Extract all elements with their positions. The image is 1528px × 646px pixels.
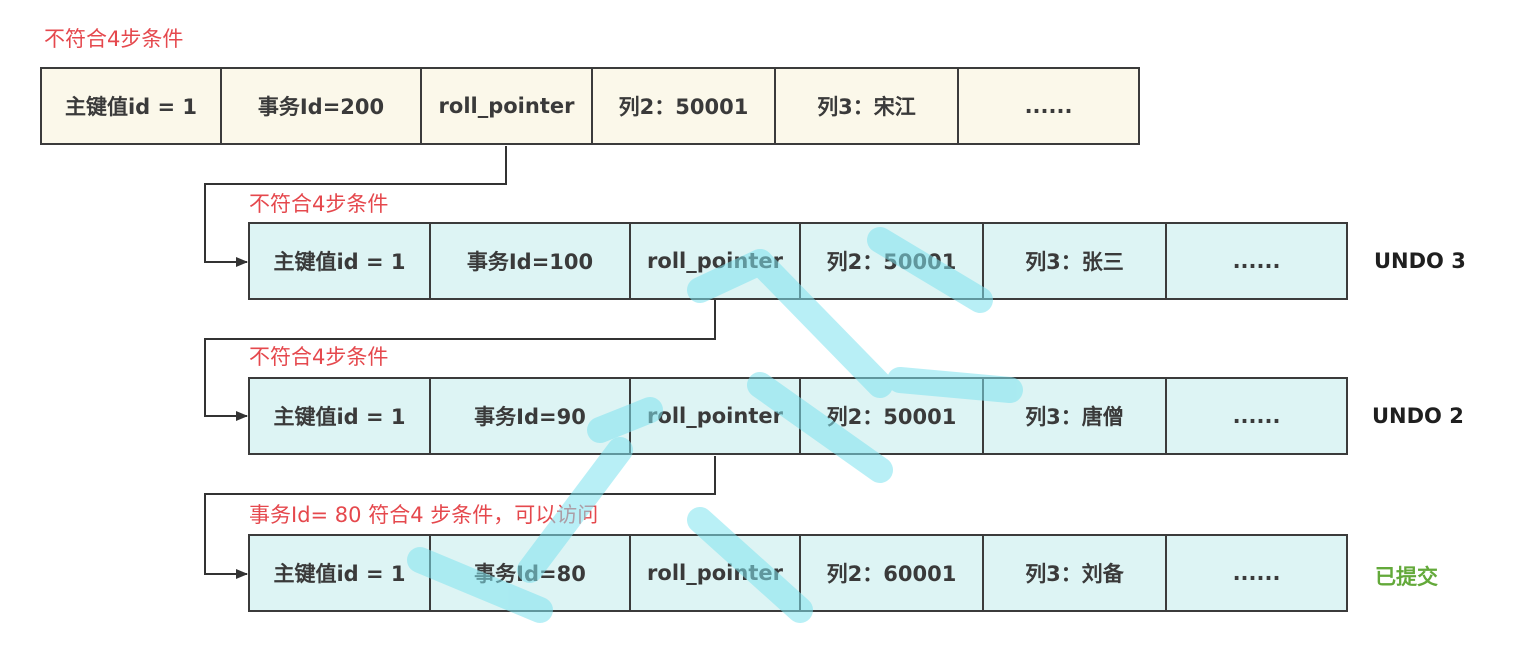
cell-more: ...... bbox=[1024, 94, 1073, 118]
note-row-1: 不符合4步条件 bbox=[44, 27, 184, 51]
cell-primary-key: 主键值id = 1 bbox=[42, 69, 222, 143]
cell-transaction-id: 事务Id=80 bbox=[431, 536, 631, 610]
cell-roll-pointer: roll_pointer bbox=[631, 379, 801, 453]
cell-roll-pointer: roll_pointer bbox=[422, 69, 593, 143]
tag-undo-3: UNDO 3 bbox=[1374, 249, 1466, 273]
cell-roll-pointer: roll_pointer bbox=[631, 224, 801, 298]
cell-more: ...... bbox=[1232, 249, 1281, 273]
cell-primary-key: 主键值id = 1 bbox=[250, 224, 431, 298]
cell-primary-key: 主键值id = 1 bbox=[250, 379, 431, 453]
record-row-current: 主键值id = 1 事务Id=200 roll_pointer 列2：50001… bbox=[40, 67, 1140, 145]
cell-column-3: 列3：刘备 bbox=[984, 536, 1167, 610]
connector-3 bbox=[204, 456, 716, 579]
record-row-undo-3: 主键值id = 1 事务Id=100 roll_pointer 列2：50001… bbox=[248, 222, 1348, 300]
cell-column-3: 列3：宋江 bbox=[776, 69, 959, 143]
cell-transaction-id: 事务Id=90 bbox=[431, 379, 631, 453]
cell-column-3: 列3：唐僧 bbox=[984, 379, 1167, 453]
note-row-3: 不符合4步条件 bbox=[249, 345, 389, 369]
cell-roll-pointer: roll_pointer bbox=[631, 536, 801, 610]
connector-2 bbox=[204, 300, 716, 421]
cell-primary-key: 主键值id = 1 bbox=[250, 536, 431, 610]
cell-column-2: 列2：50001 bbox=[801, 224, 984, 298]
cell-transaction-id: 事务Id=200 bbox=[222, 69, 422, 143]
record-row-committed: 主键值id = 1 事务Id=80 roll_pointer 列2：60001 … bbox=[248, 534, 1348, 612]
cell-more: ...... bbox=[1232, 561, 1281, 585]
cell-column-3: 列3：张三 bbox=[984, 224, 1167, 298]
cell-more: ...... bbox=[1232, 404, 1281, 428]
tag-committed: 已提交 bbox=[1375, 565, 1438, 589]
note-row-4: 事务Id= 80 符合4 步条件，可以访问 bbox=[249, 503, 599, 527]
record-row-undo-2: 主键值id = 1 事务Id=90 roll_pointer 列2：50001 … bbox=[248, 377, 1348, 455]
cell-column-2: 列2：50001 bbox=[593, 69, 776, 143]
note-row-2: 不符合4步条件 bbox=[249, 192, 389, 216]
cell-column-2: 列2：60001 bbox=[801, 536, 984, 610]
cell-transaction-id: 事务Id=100 bbox=[431, 224, 631, 298]
tag-undo-2: UNDO 2 bbox=[1372, 404, 1464, 428]
connector-1 bbox=[204, 146, 507, 267]
cell-column-2: 列2：50001 bbox=[801, 379, 984, 453]
